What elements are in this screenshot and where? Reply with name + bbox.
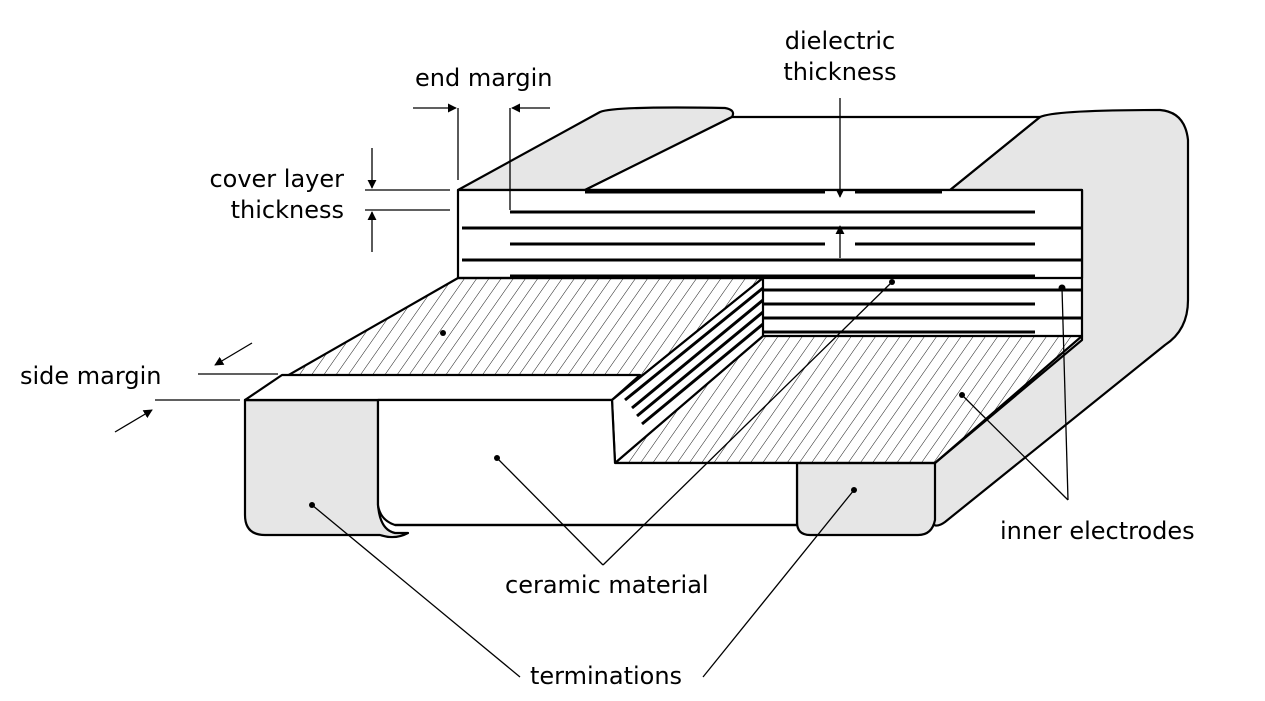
dielectric-thickness-line1: dielectric xyxy=(784,27,896,55)
cover-layer-thickness-label: cover layer thickness xyxy=(196,164,344,226)
right-termination xyxy=(928,108,1190,527)
side-margin-text: side margin xyxy=(20,362,162,390)
side-margin-strip xyxy=(243,373,642,402)
upper-electrodes xyxy=(462,190,1082,278)
left-termination-top xyxy=(456,106,735,192)
chip-body xyxy=(243,106,1190,539)
cut-face-electrodes xyxy=(624,286,764,426)
terminations-label: terminations xyxy=(530,661,682,692)
side-margin-dimension xyxy=(114,342,278,433)
front-body xyxy=(376,398,799,527)
ceramic-material-label: ceramic material xyxy=(505,570,709,601)
upper-block-face xyxy=(456,188,1084,280)
side-margin-label: side margin xyxy=(20,361,161,392)
inner-electrodes-label: inner electrodes xyxy=(1000,516,1195,547)
cover-layer-line2: thickness xyxy=(230,196,344,225)
cover-layer-dimension xyxy=(365,148,450,252)
ceramic-material-text: ceramic material xyxy=(505,571,709,599)
leader-dots xyxy=(309,279,1066,508)
right-termination-front xyxy=(795,461,937,537)
terminations-text: terminations xyxy=(530,662,683,690)
end-margin-label: end margin xyxy=(415,63,552,94)
end-margin-text: end margin xyxy=(415,64,553,92)
cover-layer-line1: cover layer xyxy=(209,165,344,193)
end-margin-dimension xyxy=(413,103,550,210)
left-termination-front xyxy=(243,398,410,539)
right-electrodes xyxy=(763,288,1082,334)
inner-electrodes-text: inner electrodes xyxy=(1000,517,1195,545)
dielectric-thickness-line2: thickness xyxy=(783,58,897,87)
leader-lines xyxy=(311,281,1069,678)
dielectric-thickness-label: dielectric thickness xyxy=(770,26,910,88)
